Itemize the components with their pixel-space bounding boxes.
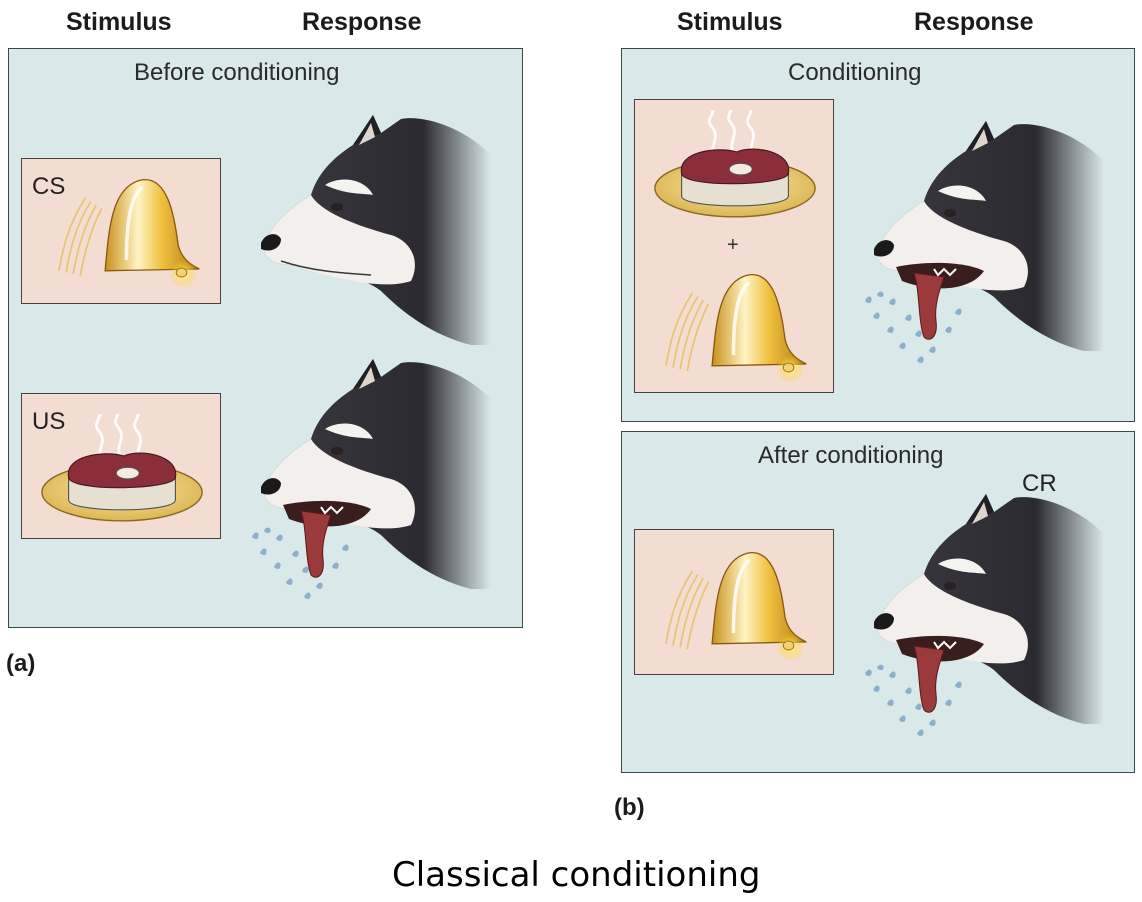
conditioning-panel: Conditioning + [621,48,1135,422]
response-header-b: Response [914,8,1034,36]
bell-icon [657,544,817,660]
after-stimulus-box [634,529,834,675]
saliva-drops-icon [860,289,980,369]
us-label: US [32,408,66,435]
stimulus-header-a: Stimulus [66,8,172,36]
conditioning-stimulus-box: + [634,99,834,393]
cr-label: CR [1022,470,1057,497]
saliva-drops-icon [860,662,980,742]
saliva-drops-icon [247,525,367,605]
part-label-b: (b) [614,794,645,821]
us-stimulus-box: US [21,393,221,539]
stimulus-header-b: Stimulus [677,8,783,36]
dog-head-icon [261,115,491,345]
steak-icon [647,110,823,234]
cs-label: CS [32,173,66,200]
before-conditioning-panel: Before conditioning CS US [8,48,523,628]
bell-icon [657,266,817,382]
cs-stimulus-box: CS [21,158,221,304]
response-header-a: Response [302,8,422,36]
figure-caption: Classical conditioning [392,855,761,895]
steak-icon [34,414,210,538]
before-conditioning-title: Before conditioning [134,59,340,86]
plus-sign: + [727,234,739,256]
part-label-a: (a) [6,650,36,677]
after-conditioning-title: After conditioning [758,442,944,469]
after-conditioning-panel: After conditioning CR [621,431,1135,773]
conditioning-title: Conditioning [788,59,922,86]
bell-icon [50,171,210,287]
